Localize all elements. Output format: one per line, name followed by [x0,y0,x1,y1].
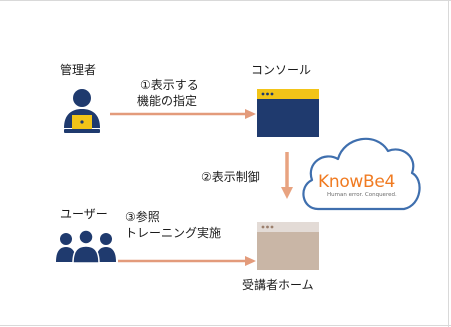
right-frame-line [448,0,449,327]
user-group-icon [56,229,116,264]
learner-home-label: 受講者ホーム [242,278,314,292]
arrow-user-to-home [118,256,256,266]
top-frame-line [0,0,451,1]
learner-home-window-icon [257,222,319,270]
console-window-icon [257,89,319,137]
arrow-admin-to-console [110,109,256,119]
admin-label: 管理者 [60,63,97,77]
step3-label-line1: ③参照 [125,210,160,224]
console-label: コンソール [251,63,312,77]
step1-label-line2: 機能の指定 [137,94,198,108]
step3-label-line2: トレーニング実施 [125,226,222,240]
step1-label-line1: ①表示する [140,78,199,92]
admin-person-laptop-icon [64,89,100,133]
bottom-frame-line [0,325,451,326]
cloud-icon [302,137,421,211]
knowbe4-logo: KnowBe4 [318,172,396,192]
arrow-console-to-home [281,152,293,199]
user-label: ユーザー [60,207,108,221]
step2-label: ②表示制御 [201,170,260,184]
knowbe4-tagline: Human error. Conquered. [327,192,397,198]
